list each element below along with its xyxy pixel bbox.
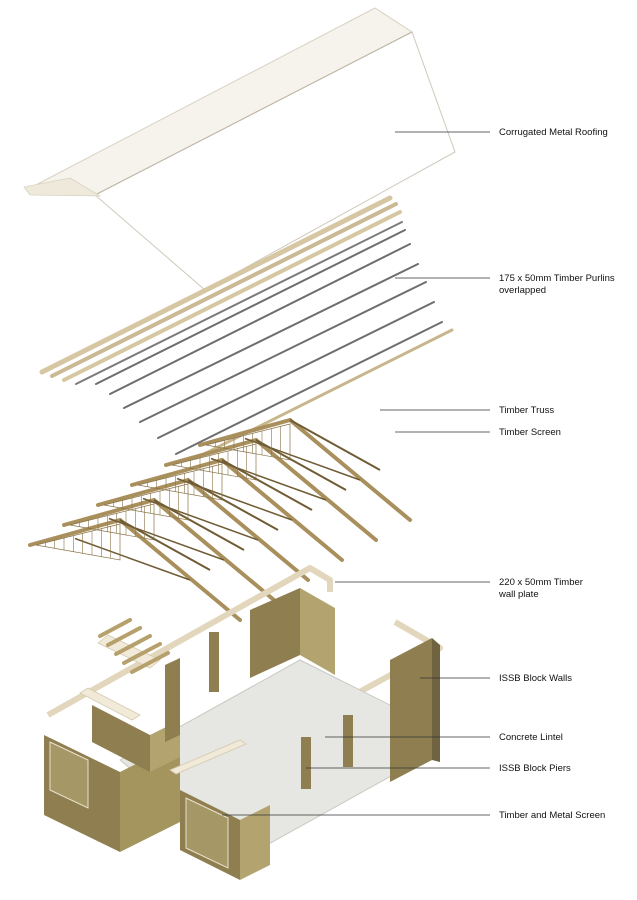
truss-rafter (164, 438, 258, 467)
label-wall-plate-detail: wall plate (499, 589, 539, 600)
truss-web (289, 419, 381, 471)
block-wall (300, 588, 335, 675)
block-pier (301, 737, 311, 789)
block-piers (209, 632, 353, 789)
wall-plate-outline (46, 565, 333, 718)
label-purlins: 175 x 50mm Timber Purlins (499, 273, 615, 284)
rafter (106, 626, 142, 647)
truss-rafter (220, 458, 344, 562)
concrete-lintel (79, 687, 141, 721)
truss-rafter (130, 458, 224, 487)
truss-rafter (118, 518, 242, 622)
truss-screen (137, 463, 223, 501)
truss-rafter (198, 418, 292, 447)
block-wall (250, 588, 300, 678)
rafter (114, 634, 152, 656)
truss-rafter (96, 478, 190, 507)
metal-screen-panel (49, 741, 89, 809)
truss-screen (69, 503, 155, 541)
purlin (95, 229, 406, 385)
truss-rafter (288, 418, 412, 522)
rafter (122, 642, 162, 665)
block-wall (120, 742, 180, 852)
purlin (39, 195, 393, 375)
metal-screen-panel (185, 797, 229, 869)
label-lintel: Concrete Lintel (499, 732, 563, 743)
truss-web (210, 457, 327, 501)
label-metal-screen: Timber and Metal Screen (499, 810, 606, 821)
concrete-lintel (169, 739, 247, 775)
block-pier (209, 632, 219, 692)
truss-rafter (186, 478, 310, 582)
label-roofing: Corrugated Metal Roofing (499, 127, 608, 138)
purlin (109, 243, 411, 395)
rafter (98, 618, 132, 638)
purlin (157, 301, 435, 439)
label-block-piers: ISSB Block Piers (499, 763, 571, 774)
label-screen: Timber Screen (499, 427, 561, 438)
purlin (139, 281, 427, 423)
block-walls-back (250, 588, 440, 782)
label-truss: Timber Truss (499, 405, 555, 416)
small-roof-frame (98, 618, 170, 674)
truss-web (244, 437, 361, 481)
label-wall-plate: 220 x 50mm Timber (499, 577, 583, 588)
label-block-walls: ISSB Block Walls (499, 673, 573, 684)
block-wall (432, 638, 440, 762)
purlin (75, 221, 403, 385)
timber-and-metal-screens (49, 741, 229, 869)
timber-purlins (39, 195, 454, 460)
roof-ridge (94, 31, 413, 196)
block-wall (240, 805, 270, 880)
label-purlins-detail: overlapped (499, 285, 547, 296)
truss-rafter (152, 498, 276, 602)
truss-web (176, 477, 293, 521)
truss-rafter (62, 498, 156, 527)
block-wall (92, 705, 150, 772)
block-pier (343, 715, 353, 767)
leader-lines (222, 131, 490, 816)
truss-rafter (28, 518, 122, 547)
timber-trusses (28, 418, 412, 622)
truss-screen (205, 423, 291, 461)
block-wall (390, 638, 432, 782)
truss-web (142, 497, 259, 541)
purlin (50, 202, 398, 378)
corrugated-roof (23, 7, 456, 291)
truss-rafter (254, 438, 378, 542)
roof-eave-strip (23, 177, 102, 197)
truss-web (108, 517, 225, 561)
truss-screen (171, 443, 257, 481)
truss-screen (35, 523, 121, 561)
block-wall (165, 658, 180, 742)
purlin (62, 210, 402, 382)
purlin (175, 321, 443, 455)
truss-web (74, 537, 191, 581)
purlin (123, 263, 419, 409)
truss-screen (103, 483, 189, 521)
rafter (130, 651, 170, 674)
